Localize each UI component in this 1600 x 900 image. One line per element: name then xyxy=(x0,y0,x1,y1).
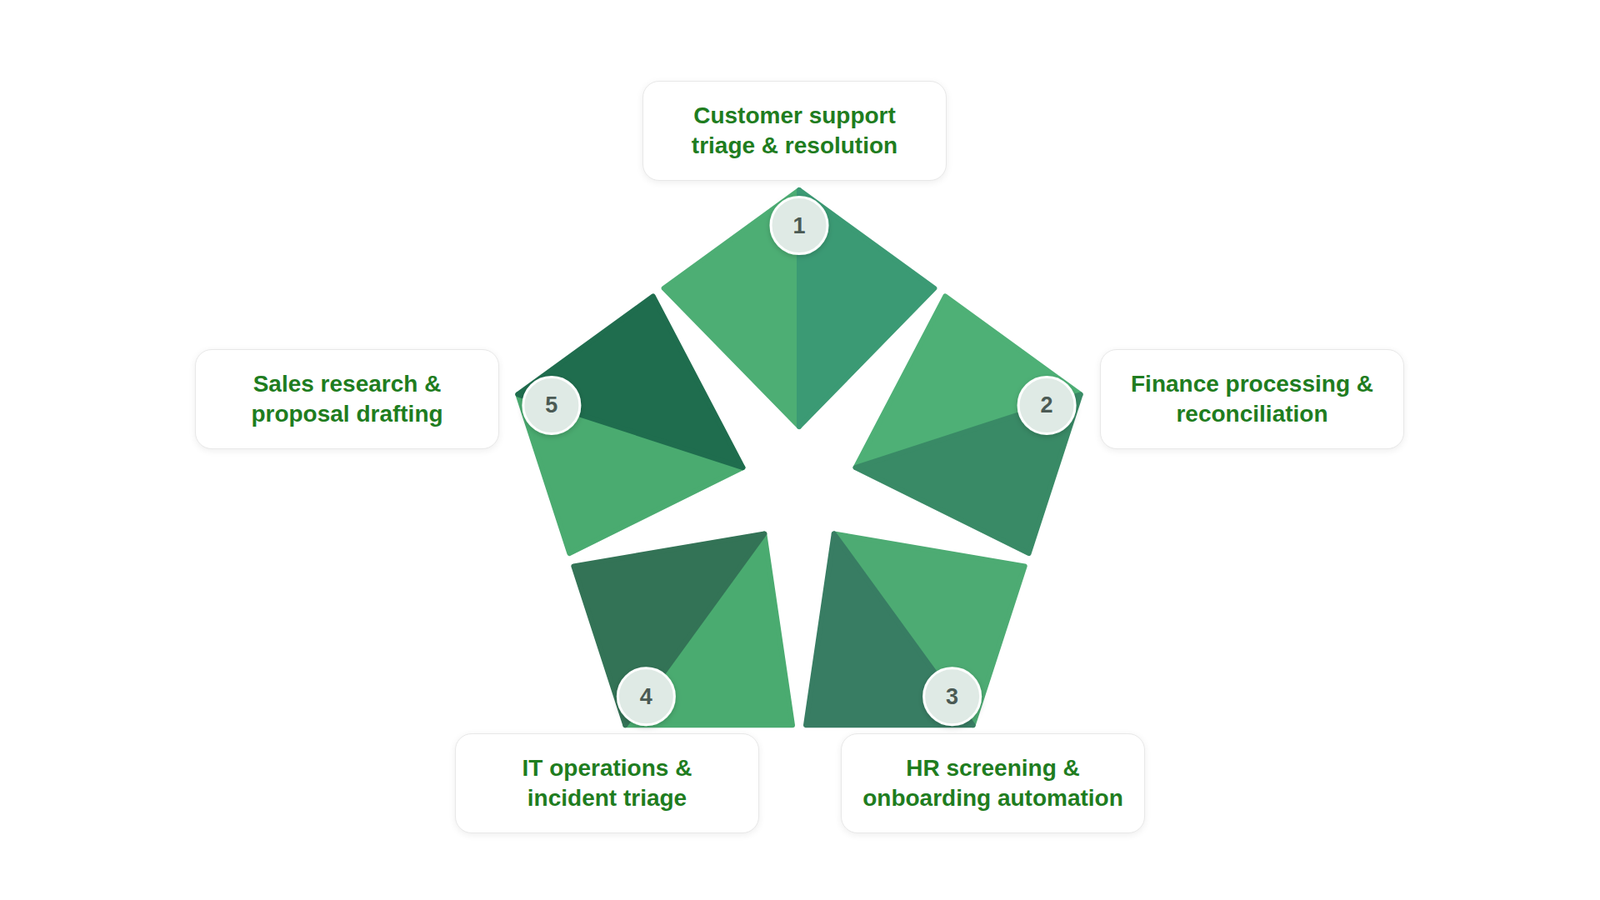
callout-number: 2 xyxy=(1021,388,1072,422)
pentagon-piece xyxy=(517,295,743,468)
label-text: HR screening & onboarding automation xyxy=(847,753,1140,814)
number-badge xyxy=(523,376,580,434)
label-box: Sales research & proposal drafting xyxy=(195,349,500,450)
callout-number: 1 xyxy=(774,209,825,243)
number-badges xyxy=(523,197,1075,725)
label-box: Customer support triage & resolution xyxy=(642,80,947,181)
label-box: Finance processing & reconciliation xyxy=(1100,349,1405,450)
label-box: IT operations & incident triage xyxy=(455,733,760,834)
label-text: Finance processing & reconciliation xyxy=(1127,369,1378,430)
callout-number: 4 xyxy=(620,680,671,714)
label-text: Customer support triage & resolution xyxy=(670,100,920,161)
number-badge xyxy=(617,668,675,725)
label-text: IT operations & incident triage xyxy=(499,753,716,814)
number-badge xyxy=(770,197,828,255)
label-box: HR screening & onboarding automation xyxy=(840,733,1145,834)
callout-number: 3 xyxy=(927,680,978,714)
pentagon-piece xyxy=(573,533,765,725)
pentagon-pieces xyxy=(517,190,1080,725)
callout-number: 5 xyxy=(526,388,577,422)
number-badge xyxy=(1018,376,1075,434)
number-badge xyxy=(924,668,981,725)
label-text: Sales research & proposal drafting xyxy=(230,369,465,430)
